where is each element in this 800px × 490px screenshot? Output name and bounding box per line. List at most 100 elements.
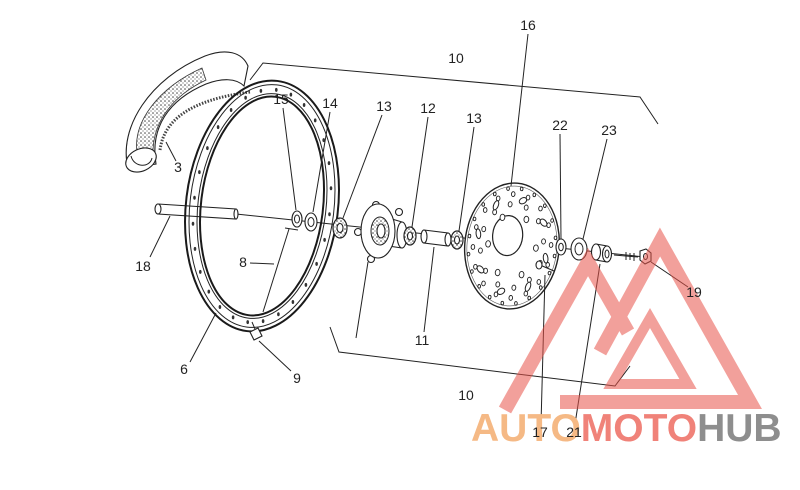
disc-cutout [497,287,505,295]
disc-hole [495,269,500,276]
spoke-hole [206,146,209,151]
disc-hole [468,234,471,238]
leader-line [559,133,562,240]
tire [125,51,251,173]
watermark-text-auto: AUTO [471,407,581,450]
leader-line [355,261,369,339]
callout-label: 15 [273,91,289,107]
leader-line [282,107,297,211]
disc-hole [478,248,482,254]
bearing-12 [403,226,417,246]
spoke-hole [275,87,278,92]
leader-line [342,114,383,219]
disc-hole [541,239,545,245]
spoke-hole [315,261,318,266]
disc-hole [473,217,476,221]
valve [249,321,263,341]
disc-hole [537,279,541,284]
disc-cutout [475,228,481,239]
disc-hole [493,192,496,196]
spoke-hole [246,320,249,325]
seal-ring [304,212,318,232]
disc-cutout [524,281,532,293]
disc-hole [538,206,542,211]
spoke-hole [304,282,308,287]
spoke-hole [259,88,263,93]
spoke-hole [216,125,220,130]
callout-label: 16 [520,17,536,33]
callout-label: 19 [686,284,702,300]
disc-cutout [519,197,527,205]
callout-label: 22 [552,117,568,133]
disc-cutout [492,199,500,211]
spoke-hole [191,221,195,226]
spoke-hole [244,95,247,100]
leader-line [582,138,608,240]
spacer-ring [291,210,303,228]
disc-hole [539,286,542,290]
tire-tread [136,67,207,153]
rim [184,79,340,333]
disc-hole [470,270,473,274]
disc-holes [462,183,561,309]
watermark-logo-left-peak [498,247,635,414]
spoke-hole [302,103,306,107]
spoke-hole [231,315,235,320]
disc-cutout [539,218,548,228]
disc-hole [528,296,531,300]
disc-hole [496,196,500,201]
disc-hole [483,207,487,212]
spoke-hole [193,195,196,200]
spoke-hole [323,237,326,242]
bearing-left [332,217,348,239]
tire-cross-section [125,147,157,173]
spoke-hole [199,269,202,274]
disc-hole [543,204,546,208]
disc-hole [501,301,504,305]
watermark-text-hub: HUB [697,407,782,450]
disc-cutout [543,253,549,264]
spacer-tube [420,229,452,247]
spoke-hole [291,300,295,304]
disc-hole [512,285,516,291]
disc-hole [508,202,512,208]
callout-label: 3 [174,159,182,175]
disc-hole [524,205,528,211]
disc-hole [482,203,485,207]
callout-label: 14 [322,95,338,111]
disc-hole [467,252,470,256]
leader-line [258,340,292,372]
disc-hole [478,284,481,288]
callout-label: 21 [566,424,582,440]
disc-hole [514,301,517,305]
callout-label: 8 [239,254,247,270]
disc-hole [494,292,498,297]
watermark-logo [498,227,762,414]
spoke-hole [322,138,326,143]
seal-ring-22 [555,238,567,256]
disc-hole [488,295,491,299]
disc-hole [533,245,538,252]
callout-label: 18 [135,258,151,274]
callout-label: 12 [420,100,436,116]
bearing-right [450,230,464,250]
disc-hole [509,295,513,300]
brake-disc [459,179,564,313]
disc-hole [533,193,536,197]
disc-cutout [476,264,485,274]
disc-hole [554,236,557,240]
disc-hole [511,192,515,197]
leader-line [423,246,435,333]
watermark-logo-right-peak [560,227,762,409]
bracket-line-bottom [329,326,631,387]
callout-label: 10 [458,387,474,403]
inner-tube-strip [158,90,251,151]
spoke-hole [329,186,333,191]
callout-label: 11 [415,332,430,348]
watermark-text-moto: MOTO [581,407,697,450]
leader-line [249,262,275,265]
disc-hole [519,271,524,278]
disc-hole [551,219,554,223]
spoke-hole [261,319,265,324]
